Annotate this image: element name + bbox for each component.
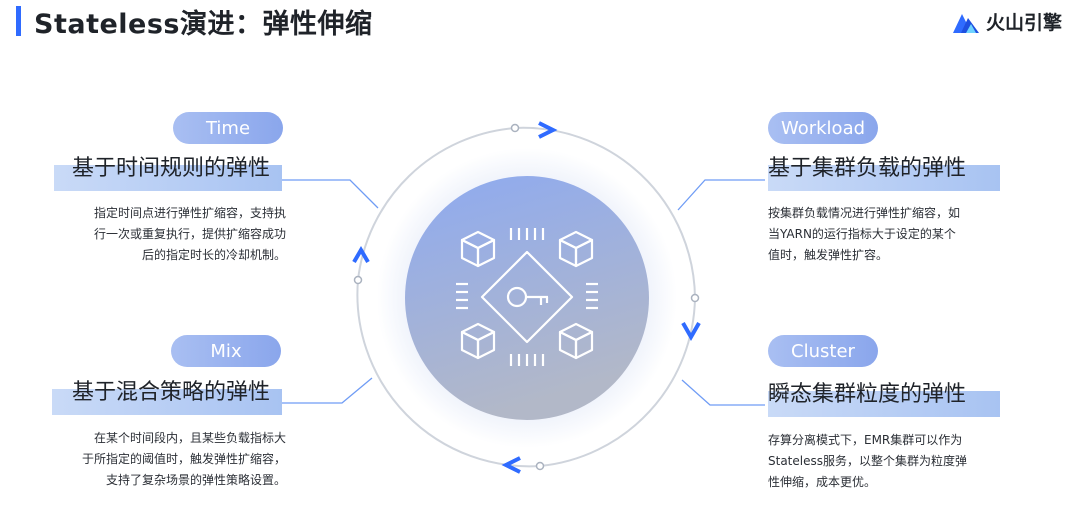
desc-line: 值时，触发弹性扩容。	[768, 248, 889, 262]
connector-time	[268, 179, 379, 209]
tag-time: Time	[173, 112, 283, 144]
connector-cluster	[681, 379, 765, 406]
arc-top-left	[357, 127, 516, 281]
page-title: Stateless演进：弹性伸缩	[34, 9, 373, 40]
desc-mix: 在某个时间段内，且某些负载指标大 于所指定的阈值时，触发弹性扩缩容， 支持了复杂…	[32, 428, 286, 491]
tag-mix: Mix	[171, 335, 281, 367]
heading-time: 基于时间规则的弹性	[72, 156, 271, 181]
desc-line: 指定时间点进行弹性扩缩容，支持执	[93, 206, 286, 220]
heading-highlight	[52, 389, 282, 415]
desc-line: 在某个时间段内，且某些负载指标大	[93, 431, 286, 445]
network-cubes-key-icon	[456, 228, 598, 366]
arc-bottom-right	[539, 297, 696, 467]
desc-line: 当YARN的运行指标大于设定的某个	[768, 227, 956, 241]
desc-line: Stateless服务，以整个集群为粒度弹	[768, 454, 967, 468]
desc-line: 于所指定的阈值时，触发弹性扩缩容，	[81, 452, 286, 466]
chevron-up-icon	[352, 246, 370, 264]
connector-workload	[677, 179, 765, 211]
logo: 火山引擎	[952, 8, 1062, 35]
logo-text: 火山引擎	[985, 12, 1062, 34]
desc-workload: 按集群负载情况进行弹性扩缩容，如 当YARN的运行指标大于设定的某个 值时，触发…	[768, 203, 1018, 266]
chevron-right-icon	[538, 121, 558, 139]
heading-cluster: 瞬态集群粒度的弹性	[768, 382, 967, 407]
connector-mix	[268, 377, 373, 404]
heading-highlight	[768, 165, 1000, 191]
heading-workload: 基于集群负载的弹性	[768, 156, 967, 181]
title-accent-bar	[16, 6, 21, 36]
desc-line: 支持了复杂场景的弹性策略设置。	[105, 473, 286, 487]
heading-highlight	[768, 391, 1000, 417]
chevron-down-icon	[681, 322, 701, 342]
desc-line: 按集群负载情况进行弹性扩缩容，如	[768, 206, 961, 220]
volcano-mountain-icon	[952, 13, 979, 33]
ring-dot	[690, 293, 700, 303]
ring-dot	[353, 275, 363, 285]
tag-workload: Workload	[768, 112, 878, 144]
ring-dot	[535, 461, 545, 471]
desc-cluster: 存算分离模式下，EMR集群可以作为 Stateless服务，以整个集群为粒度弹 …	[768, 430, 1024, 493]
desc-line: 后的指定时长的冷却机制。	[141, 248, 286, 262]
desc-time: 指定时间点进行弹性扩缩容，支持执 行一次或重复执行，提供扩缩容成功 后的指定时长…	[40, 203, 286, 266]
tag-cluster: Cluster	[768, 335, 878, 367]
heading-mix: 基于混合策略的弹性	[72, 380, 271, 405]
chevron-left-icon	[501, 456, 521, 474]
desc-line: 行一次或重复执行，提供扩缩容成功	[93, 227, 286, 241]
arc-bottom-left	[356, 279, 541, 468]
desc-line: 性伸缩，成本更优。	[768, 475, 877, 489]
desc-line: 存算分离模式下，EMR集群可以作为	[768, 433, 963, 447]
heading-highlight	[54, 165, 282, 191]
ring-dot	[510, 123, 520, 133]
